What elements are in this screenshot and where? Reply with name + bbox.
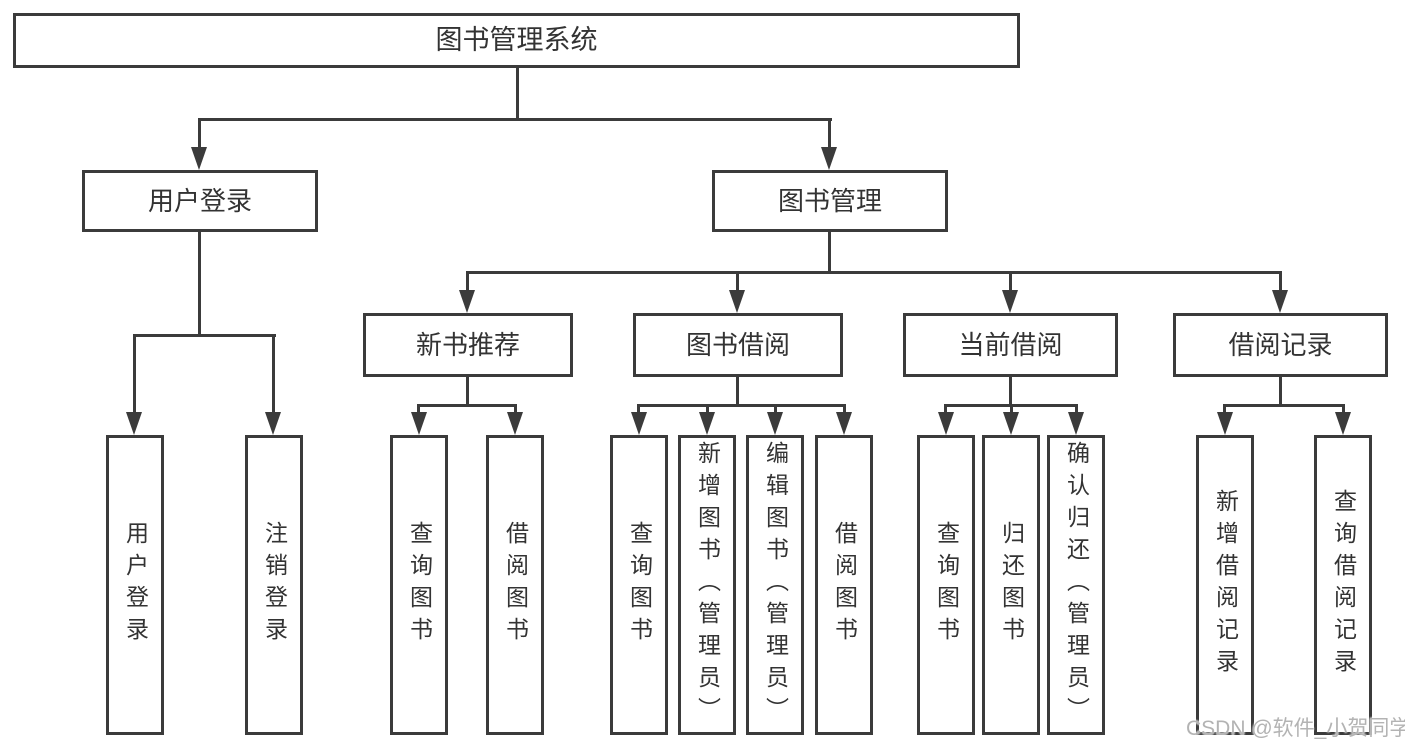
- arrow-down-icon: [507, 412, 523, 435]
- arrow-down-icon: [265, 412, 281, 435]
- arrow-down-icon: [1002, 290, 1018, 313]
- connector-leaf-stem: [774, 404, 777, 414]
- connector-child-stem: [466, 271, 469, 291]
- connector-child-stem: [736, 271, 739, 291]
- connector-leaf-stem: [843, 404, 846, 414]
- node-user-login: 用户登录: [82, 170, 318, 232]
- connector-stem: [736, 377, 739, 407]
- connector-bus-level1: [198, 118, 832, 121]
- node-book-borrow: 图书借阅: [633, 313, 843, 377]
- connector-leaf-stem: [706, 404, 709, 414]
- arrow-down-icon: [631, 412, 647, 435]
- arrow-down-icon: [191, 147, 207, 170]
- connector-leaf-stem: [1075, 404, 1078, 414]
- connector-leaf-stem: [1010, 404, 1013, 414]
- connector-stem: [1009, 377, 1012, 407]
- connector-leaf-stem: [272, 334, 275, 414]
- leaf-query-books-borrow: 查询图书: [610, 435, 668, 735]
- leaf-query-books-current: 查询图书: [917, 435, 975, 735]
- connector-bus-borrow: [637, 404, 846, 407]
- connector-bus-records: [1223, 404, 1345, 407]
- node-new-book-recommend: 新书推荐: [363, 313, 573, 377]
- leaf-return-books: 归还图书: [982, 435, 1040, 735]
- leaf-logout: 注销登录: [245, 435, 303, 735]
- node-book-management: 图书管理: [712, 170, 948, 232]
- arrow-down-icon: [699, 412, 715, 435]
- leaf-borrow-books-recommend: 借阅图书: [486, 435, 544, 735]
- node-borrow-records: 借阅记录: [1173, 313, 1388, 377]
- connector-user-login-stem: [198, 232, 201, 337]
- leaf-query-borrow-record: 查询借阅记录: [1314, 435, 1372, 735]
- arrow-down-icon: [767, 412, 783, 435]
- arrow-down-icon: [938, 412, 954, 435]
- connector-leaf-stem: [637, 404, 640, 414]
- connector-leaf-stem: [1342, 404, 1345, 414]
- arrow-down-icon: [1003, 412, 1019, 435]
- connector-stem-user-login: [198, 118, 201, 150]
- connector-leaf-stem: [133, 334, 136, 414]
- csdn-watermark: CSDN @软件_小贺同学: [1186, 717, 1405, 740]
- arrow-down-icon: [1217, 412, 1233, 435]
- arrow-down-icon: [126, 412, 142, 435]
- leaf-query-books-recommend: 查询图书: [390, 435, 448, 735]
- leaf-user-login: 用户登录: [106, 435, 164, 735]
- connector-bus-recommend: [417, 404, 517, 407]
- connector-leaf-stem: [417, 404, 420, 414]
- arrow-down-icon: [411, 412, 427, 435]
- leaf-add-borrow-record: 新增借阅记录: [1196, 435, 1254, 735]
- node-root-system: 图书管理系统: [13, 13, 1020, 68]
- connector-book-mgmt-stem: [828, 232, 831, 274]
- connector-root-stem: [516, 68, 519, 121]
- arrow-down-icon: [459, 290, 475, 313]
- arrow-down-icon: [1335, 412, 1351, 435]
- leaf-edit-book-admin: 编辑图书（管理员）: [746, 435, 804, 735]
- arrow-down-icon: [821, 147, 837, 170]
- connector-stem: [1279, 377, 1282, 407]
- connector-leaf-stem: [1223, 404, 1226, 414]
- leaf-borrow-books: 借阅图书: [815, 435, 873, 735]
- connector-bus-user-login: [134, 334, 276, 337]
- node-current-borrow: 当前借阅: [903, 313, 1118, 377]
- arrow-down-icon: [836, 412, 852, 435]
- leaf-confirm-return-admin: 确认归还（管理员）: [1047, 435, 1105, 735]
- arrow-down-icon: [1068, 412, 1084, 435]
- connector-bus-level2: [466, 271, 1282, 274]
- connector-child-stem: [1279, 271, 1282, 291]
- leaf-add-book-admin: 新增图书（管理员）: [678, 435, 736, 735]
- connector-child-stem: [1009, 271, 1012, 291]
- connector-leaf-stem: [944, 404, 947, 414]
- connector-stem-book-mgmt: [828, 118, 831, 150]
- connector-stem: [466, 377, 469, 407]
- connector-leaf-stem: [514, 404, 517, 414]
- arrow-down-icon: [729, 290, 745, 313]
- arrow-down-icon: [1272, 290, 1288, 313]
